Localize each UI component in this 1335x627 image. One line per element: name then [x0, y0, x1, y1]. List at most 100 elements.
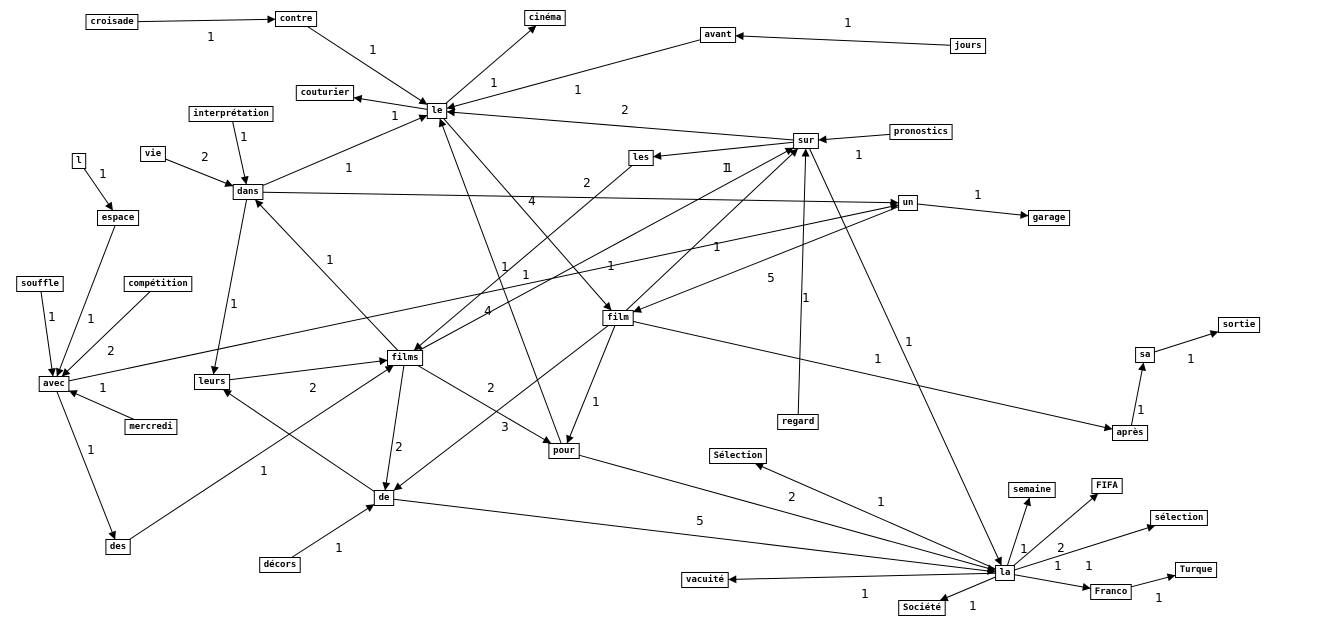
- node-label: contre: [280, 14, 313, 24]
- node-label: sortie: [1223, 319, 1256, 330]
- edge-competition-avec: [61, 291, 151, 377]
- node-box: [1008, 482, 1056, 498]
- edge-jours-avant: [735, 32, 951, 46]
- edge-dans-le: [262, 114, 428, 187]
- edge-leurs-films: [229, 357, 388, 381]
- node-box: [71, 153, 87, 169]
- node-box: [950, 38, 987, 54]
- edge-apres-sa: [1130, 362, 1147, 426]
- node-pronostics: pronostics: [889, 124, 953, 140]
- node-label: dans: [237, 187, 259, 197]
- edge-weight-la-selection_cap: 1: [877, 495, 885, 509]
- edge-weight-la-societe: 1: [969, 599, 977, 613]
- node-box: [628, 150, 654, 166]
- edge-la-vacuite: [728, 572, 996, 584]
- node-box: [105, 539, 131, 555]
- edge-weight-film-pour: 1: [592, 395, 600, 409]
- edge-weight-un-garage: 1: [974, 188, 982, 202]
- node-label: avec: [43, 379, 65, 389]
- edge-weight-avant-le: 1: [574, 83, 582, 97]
- edge-film-sur: [625, 148, 799, 311]
- node-box: [259, 557, 301, 573]
- node-box: [387, 350, 424, 366]
- node-films: films: [387, 350, 424, 366]
- node-label: mercredi: [129, 421, 173, 432]
- node-label: compétition: [128, 278, 188, 289]
- edge-weight-franco-turque: 1: [1155, 591, 1163, 605]
- node-la: la: [995, 565, 1015, 581]
- node-label: cinéma: [529, 12, 562, 23]
- node-label: des: [110, 542, 126, 552]
- edge-weight-sur-la: 1: [905, 335, 913, 349]
- node-decors: décors: [259, 557, 301, 573]
- node-fifa: FIFA: [1091, 478, 1123, 494]
- node-couturier: couturier: [295, 85, 355, 101]
- node-label: interprétation: [193, 108, 269, 119]
- node-box: [16, 276, 64, 292]
- edge-l-espace: [83, 168, 114, 211]
- node-label: Société: [903, 602, 942, 613]
- edge-weight-souffle-avec: 1: [48, 310, 56, 324]
- node-label: pour: [553, 446, 575, 456]
- node-label: Franco: [1095, 587, 1128, 597]
- edge-weight-un-film: 5: [767, 271, 775, 285]
- node-box: [1091, 478, 1123, 494]
- node-label: l: [76, 156, 81, 166]
- node-label: film: [607, 312, 629, 323]
- node-avant: avant: [700, 27, 737, 43]
- node-box: [1150, 510, 1208, 526]
- edge-le-cinema: [445, 25, 537, 104]
- edge-weight-la-franco: 1: [1054, 559, 1062, 573]
- node-label: de: [379, 493, 390, 503]
- node-box: [709, 448, 767, 464]
- node-l: l: [71, 153, 87, 169]
- edge-films-dans: [254, 199, 399, 351]
- node-box: [124, 419, 178, 435]
- edge-la-selection: [1014, 524, 1156, 571]
- edge-pour-le: [438, 118, 562, 444]
- edge-la-franco: [1014, 574, 1091, 591]
- node-societe: Société: [898, 600, 946, 616]
- edge-weight-pour-la: 2: [788, 490, 796, 504]
- node-box: [898, 600, 946, 616]
- edge-weight-avec-des: 1: [87, 443, 95, 457]
- node-label: avant: [704, 30, 731, 40]
- edge-decors-de: [291, 503, 375, 558]
- edge-weight-leurs-films: 2: [309, 381, 317, 395]
- edge-pour-la: [578, 454, 996, 573]
- node-regard: regard: [777, 414, 819, 430]
- edge-croisade-contre: [137, 15, 276, 24]
- edge-weight-la-vacuite: 1: [861, 587, 869, 601]
- node-label: leurs: [198, 377, 225, 387]
- edge-weight-decors-de: 1: [335, 541, 343, 555]
- node-franco: Franco: [1090, 584, 1132, 600]
- node-label: Turque: [1180, 565, 1213, 575]
- edge-film-pour: [566, 325, 616, 444]
- node-box: [140, 146, 166, 162]
- edge-films-de: [382, 365, 405, 491]
- node-box: [426, 103, 448, 119]
- edge-weight-le-cinema: 1: [490, 76, 498, 90]
- edge-weight-films-sur: 1: [522, 268, 530, 282]
- edge-le-couturier: [353, 94, 428, 110]
- node-label: couturier: [301, 87, 350, 98]
- node-box: [38, 376, 70, 392]
- node-label: croisade: [90, 16, 134, 27]
- node-pour: pour: [548, 443, 580, 459]
- edge-la-semaine: [1006, 497, 1031, 566]
- node-label: films: [391, 352, 418, 363]
- edge-film-de: [393, 325, 609, 491]
- edge-vie-dans: [165, 158, 234, 187]
- node-espace: espace: [97, 210, 140, 226]
- node-box: [777, 414, 819, 430]
- node-le: le: [426, 103, 448, 119]
- edge-weight-la-fifa: 2: [1057, 541, 1065, 555]
- edge-film-apres: [632, 320, 1113, 432]
- node-label: décors: [264, 559, 297, 570]
- edge-regard-sur: [797, 148, 810, 415]
- node-box: [123, 276, 193, 292]
- node-sa: sa: [1135, 347, 1155, 363]
- edge-interpretation-dans: [232, 121, 249, 185]
- node-label: espace: [102, 213, 135, 223]
